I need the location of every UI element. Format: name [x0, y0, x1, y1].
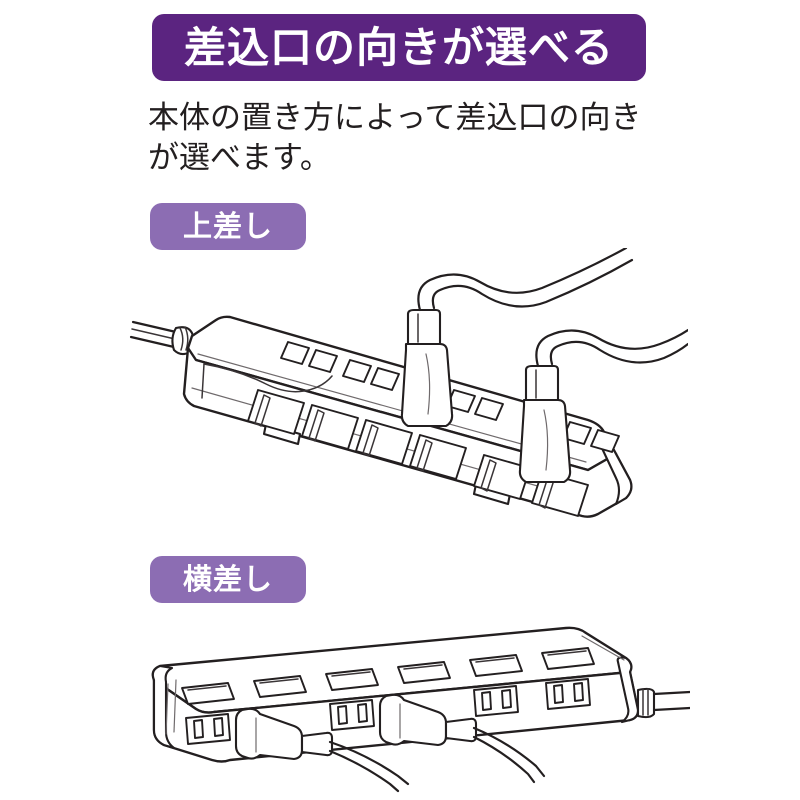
outlet — [446, 389, 504, 421]
illustration-power-strip-outlets-facing-up — [118, 248, 688, 548]
power-cord-left — [129, 320, 178, 349]
illustration-power-strip-outlets-facing-side — [130, 608, 690, 798]
outlet — [562, 421, 620, 453]
section-label-top-insert-text: 上差し — [182, 209, 273, 243]
outlet — [342, 359, 400, 391]
plug-inserted-1 — [400, 248, 634, 428]
strip-seam-detail — [201, 363, 333, 399]
description-line-1: 本体の置き方によって差込口の向き — [148, 100, 642, 136]
outlet — [473, 685, 519, 717]
outlet-group[interactable] — [185, 678, 591, 745]
description-text: 本体の置き方によって差込口の向き が選べます。 — [148, 99, 668, 178]
section-label-side-insert: 横差し — [150, 556, 306, 603]
section-label-top-insert: 上差し — [150, 203, 306, 250]
description-line-2: が選べます。 — [148, 139, 331, 176]
title-banner: 差込口の向きが選べる — [152, 14, 646, 81]
rocker-switch — [409, 434, 467, 480]
rocker-switch — [469, 654, 523, 677]
plug-inserted-2 — [518, 328, 688, 484]
page-title: 差込口の向きが選べる — [183, 22, 614, 72]
plug-inserted-2 — [378, 693, 546, 784]
rocker-switch — [301, 404, 359, 450]
outlet — [545, 678, 591, 710]
rocker-switch — [247, 389, 305, 435]
plug-inserted-1 — [234, 707, 410, 793]
rocker-switch — [325, 668, 379, 691]
rocker-switch — [397, 661, 451, 684]
section-label-side-insert-text: 横差し — [182, 562, 273, 596]
rocker-switch-group[interactable] — [181, 647, 595, 705]
power-cord-right — [636, 687, 690, 719]
rocker-switch — [181, 682, 235, 705]
rocker-switch — [253, 675, 307, 698]
rocker-switch — [473, 454, 531, 500]
rocker-switch-group[interactable] — [247, 389, 589, 517]
rocker-switch — [355, 419, 413, 465]
outlet — [185, 713, 231, 745]
rocker-switch — [541, 647, 595, 670]
outlet-group[interactable] — [280, 341, 620, 453]
outlet — [280, 341, 338, 373]
outlet — [329, 699, 375, 731]
